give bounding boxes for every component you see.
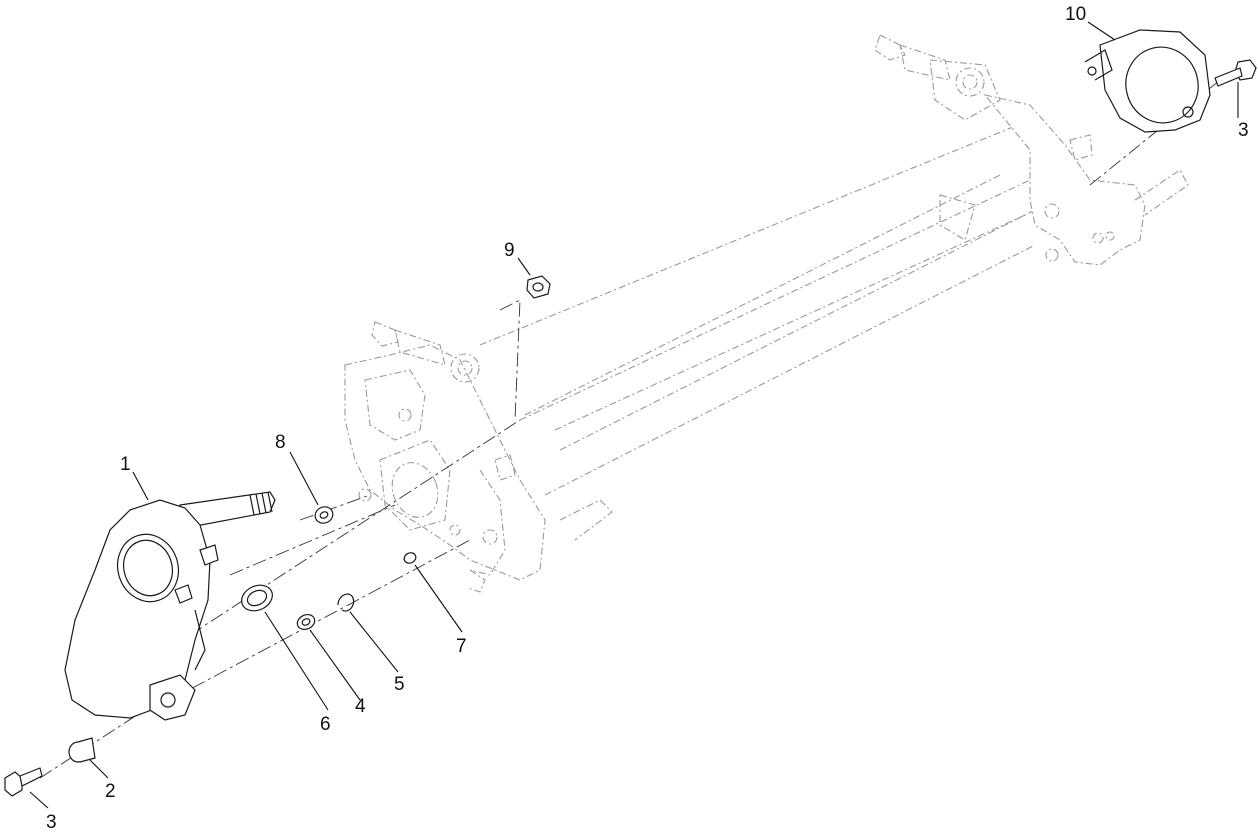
part-7-o-ring xyxy=(403,552,417,564)
part-3-bolt-front xyxy=(4,767,43,797)
callout-9: 9 xyxy=(504,240,515,261)
part-4-washer xyxy=(296,614,316,630)
part-1-gearbox-housing xyxy=(64,491,276,721)
callout-6: 6 xyxy=(320,714,331,735)
part-5-retaining-ring xyxy=(337,593,355,612)
callout-3-rear: 3 xyxy=(1238,120,1249,141)
callout-5: 5 xyxy=(394,674,405,695)
callout-labels: 1 2 3 3 4 5 6 7 8 9 10 xyxy=(46,4,1249,833)
ghost-frame-assembly xyxy=(344,34,1189,593)
callout-3-front: 3 xyxy=(46,812,57,833)
callout-2: 2 xyxy=(105,781,116,802)
callout-10: 10 xyxy=(1065,4,1086,25)
part-3-bolt-rear xyxy=(1214,59,1257,87)
callout-1: 1 xyxy=(120,454,131,475)
part-9-nut xyxy=(526,275,551,299)
callout-7: 7 xyxy=(456,636,467,657)
part-10-rear-cover xyxy=(1084,29,1211,133)
part-6-seal xyxy=(241,584,273,612)
part-8-washer xyxy=(314,506,334,524)
callout-4: 4 xyxy=(355,696,366,717)
callout-8: 8 xyxy=(275,432,286,453)
leader-lines xyxy=(29,21,1239,809)
part-2-spacer xyxy=(68,737,96,763)
